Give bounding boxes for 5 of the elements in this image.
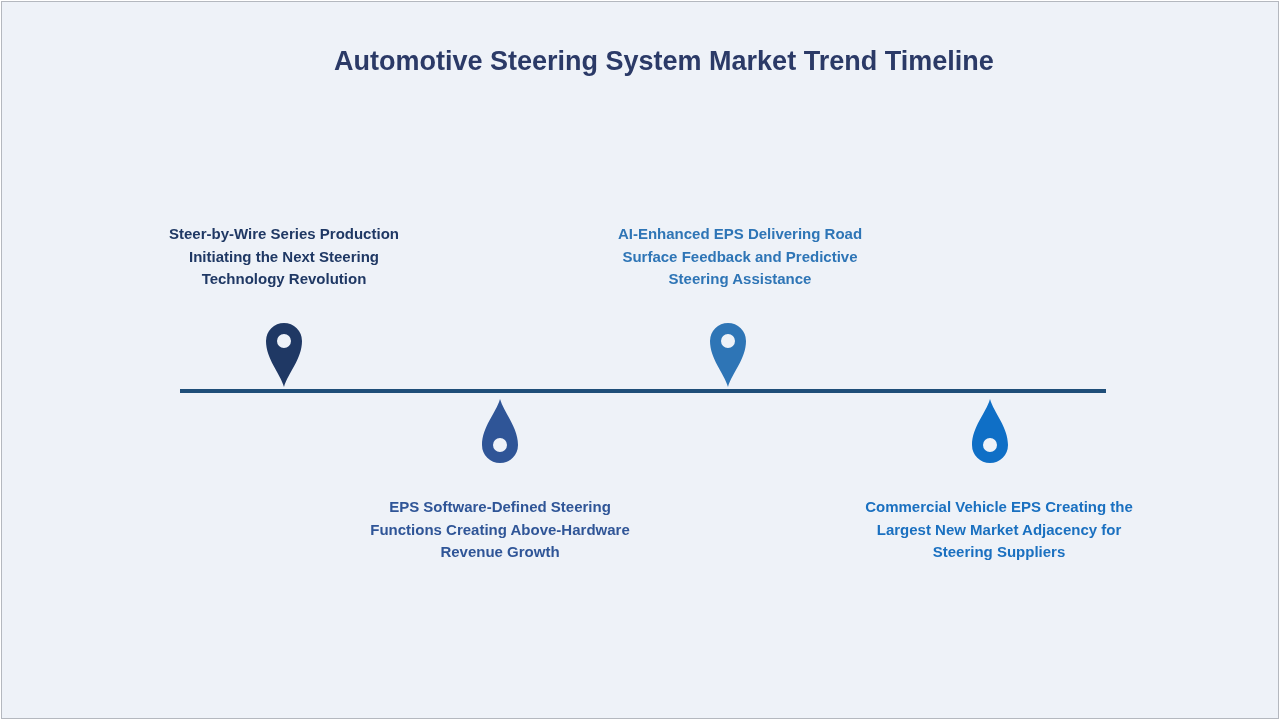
milestone-text: Commercial Vehicle EPS Creating the Largest New Market Adjacency for Steering Suppliers (864, 497, 1134, 562)
chart-title: Automotive Steering System Market Trend Timeline (334, 45, 994, 78)
milestone-text: AI-Enhanced EPS Delivering Road Surface Feedback and Predictive Steering Assistance (617, 224, 863, 289)
milestone-text: EPS Software-Defined Steering Functions Creating Above-Hardware Revenue Growth (369, 497, 631, 562)
milestone-text: Steer-by-Wire Series Production Initiating the Next Steering Technology Revolution (168, 224, 400, 289)
